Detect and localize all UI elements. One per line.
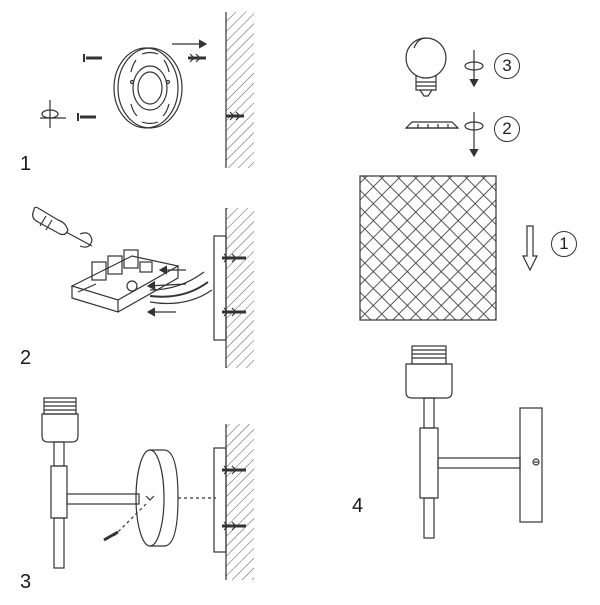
step-number-1: 1 bbox=[20, 153, 32, 175]
alignment-guide bbox=[113, 503, 147, 537]
screw-icon bbox=[222, 253, 246, 263]
step-number-3: 3 bbox=[20, 571, 32, 593]
step-number-4: 4 bbox=[352, 495, 364, 517]
lamp-arm bbox=[50, 441, 140, 569]
wall-base-plate bbox=[135, 449, 179, 547]
assembled-lamp bbox=[405, 345, 543, 539]
lamp-shade bbox=[359, 175, 497, 321]
screw-icon bbox=[83, 54, 102, 62]
terminal-block bbox=[70, 249, 180, 313]
wall-plug-icon bbox=[226, 111, 244, 121]
down-arrow-icon bbox=[522, 225, 538, 272]
bulb-holder-ring bbox=[404, 121, 460, 129]
screw-icon bbox=[103, 530, 119, 542]
rotate-arrow-icon bbox=[40, 100, 66, 128]
screw-icon bbox=[222, 307, 246, 317]
mounting-plate bbox=[113, 47, 183, 129]
step-4-illustration bbox=[359, 37, 543, 539]
step-1-illustration bbox=[40, 12, 254, 168]
light-bulb-icon bbox=[405, 37, 447, 97]
substep-bulb-circle: 3 bbox=[494, 53, 520, 79]
screwdriver-icon bbox=[32, 206, 93, 248]
substep-shade-circle: 1 bbox=[551, 231, 577, 257]
screw-icon bbox=[222, 521, 246, 531]
screw-icon bbox=[77, 113, 96, 121]
wall-3 bbox=[213, 424, 254, 580]
rotate-arrow-icon bbox=[464, 112, 484, 158]
step-2-illustration bbox=[32, 206, 254, 368]
screw-icon bbox=[222, 465, 246, 475]
direction-arrow bbox=[146, 280, 187, 291]
wall-2 bbox=[213, 208, 254, 368]
wall-plug-icon bbox=[188, 53, 206, 63]
substep-holder-circle: 2 bbox=[494, 116, 520, 142]
wall-1 bbox=[225, 12, 254, 168]
lamp-socket bbox=[41, 397, 79, 443]
rotate-arrow-icon bbox=[464, 50, 484, 88]
step-3-illustration bbox=[41, 397, 254, 580]
step-number-2: 2 bbox=[20, 347, 32, 369]
